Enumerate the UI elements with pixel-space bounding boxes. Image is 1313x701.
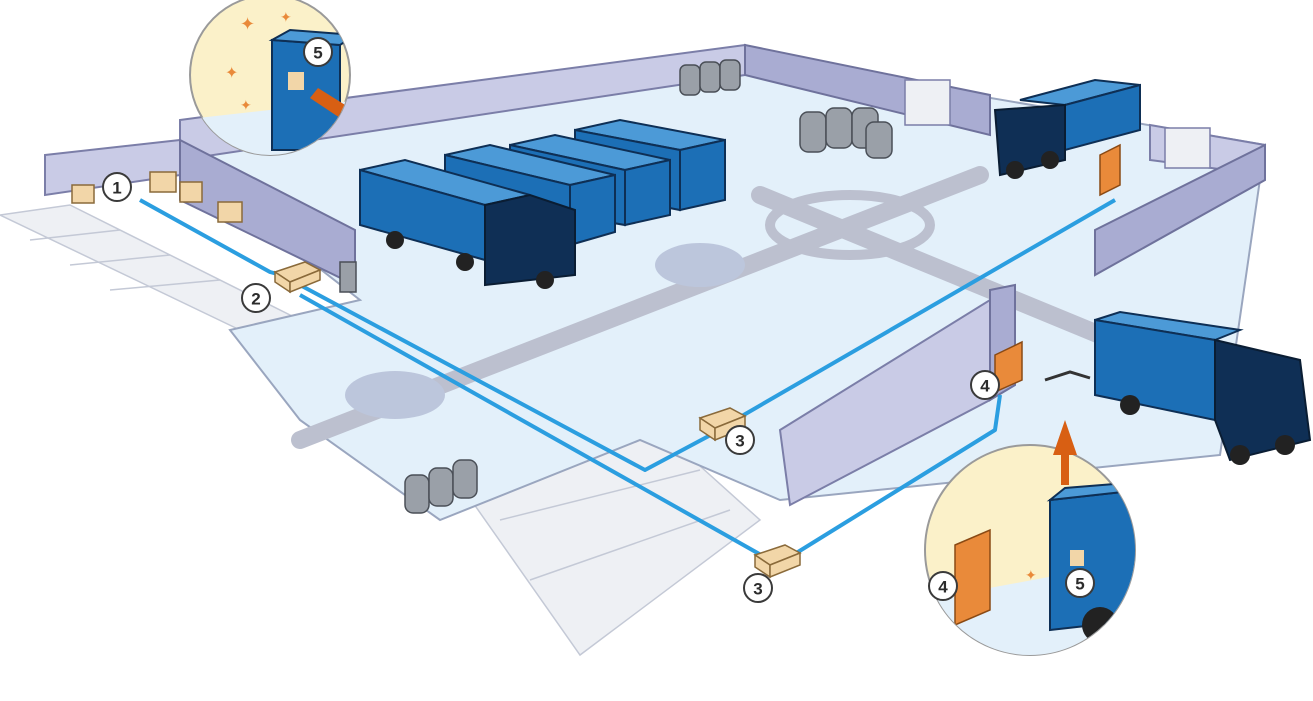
svg-text:5: 5	[1075, 575, 1084, 594]
floor-arrow-marking	[655, 243, 745, 287]
svg-text:✦: ✦	[280, 10, 292, 26]
svg-text:✦: ✦	[1025, 568, 1037, 584]
marker-4-zoom: 4	[928, 571, 958, 601]
svg-text:3: 3	[735, 432, 744, 451]
marker-5-top: 5	[303, 37, 333, 67]
truck-icon	[993, 78, 1141, 179]
svg-text:4: 4	[980, 377, 990, 396]
barrel-stack-icon	[404, 459, 478, 514]
network-device-icon	[698, 407, 747, 442]
barrel-stack-icon	[799, 107, 893, 159]
door	[904, 79, 951, 126]
marker-2: 2	[241, 283, 271, 313]
marker-3a: 3	[725, 425, 755, 455]
network-device-icon	[753, 544, 802, 579]
svg-text:✦: ✦	[225, 63, 238, 82]
barrel-stack-icon	[679, 59, 741, 96]
svg-text:4: 4	[938, 578, 948, 597]
network-device-icon	[273, 261, 322, 294]
marker-5-zoom: 5	[1065, 568, 1095, 598]
svg-text:2: 2	[251, 290, 260, 309]
zoom-bubble-bottom: ✦	[924, 444, 1136, 656]
forklift-icon	[71, 171, 357, 293]
svg-text:✦: ✦	[240, 98, 252, 114]
svg-text:5: 5	[313, 44, 322, 63]
dock-connector	[1044, 370, 1091, 382]
svg-text:✦: ✦	[240, 14, 255, 35]
marker-1: 1	[102, 172, 132, 202]
floor-roads	[291, 166, 1109, 449]
up-arrow-icon	[1053, 420, 1077, 485]
svg-text:3: 3	[753, 580, 762, 599]
svg-text:1: 1	[112, 179, 121, 198]
floor-arrow-marking-2	[345, 371, 445, 419]
arrow-icon	[310, 88, 350, 135]
rfid-reader-icon	[1099, 143, 1121, 197]
marker-3b: 3	[743, 573, 773, 603]
marker-4: 4	[970, 370, 1000, 400]
truck-icon	[359, 158, 576, 289]
truck-icon	[1094, 310, 1312, 465]
door-2	[1164, 127, 1211, 169]
